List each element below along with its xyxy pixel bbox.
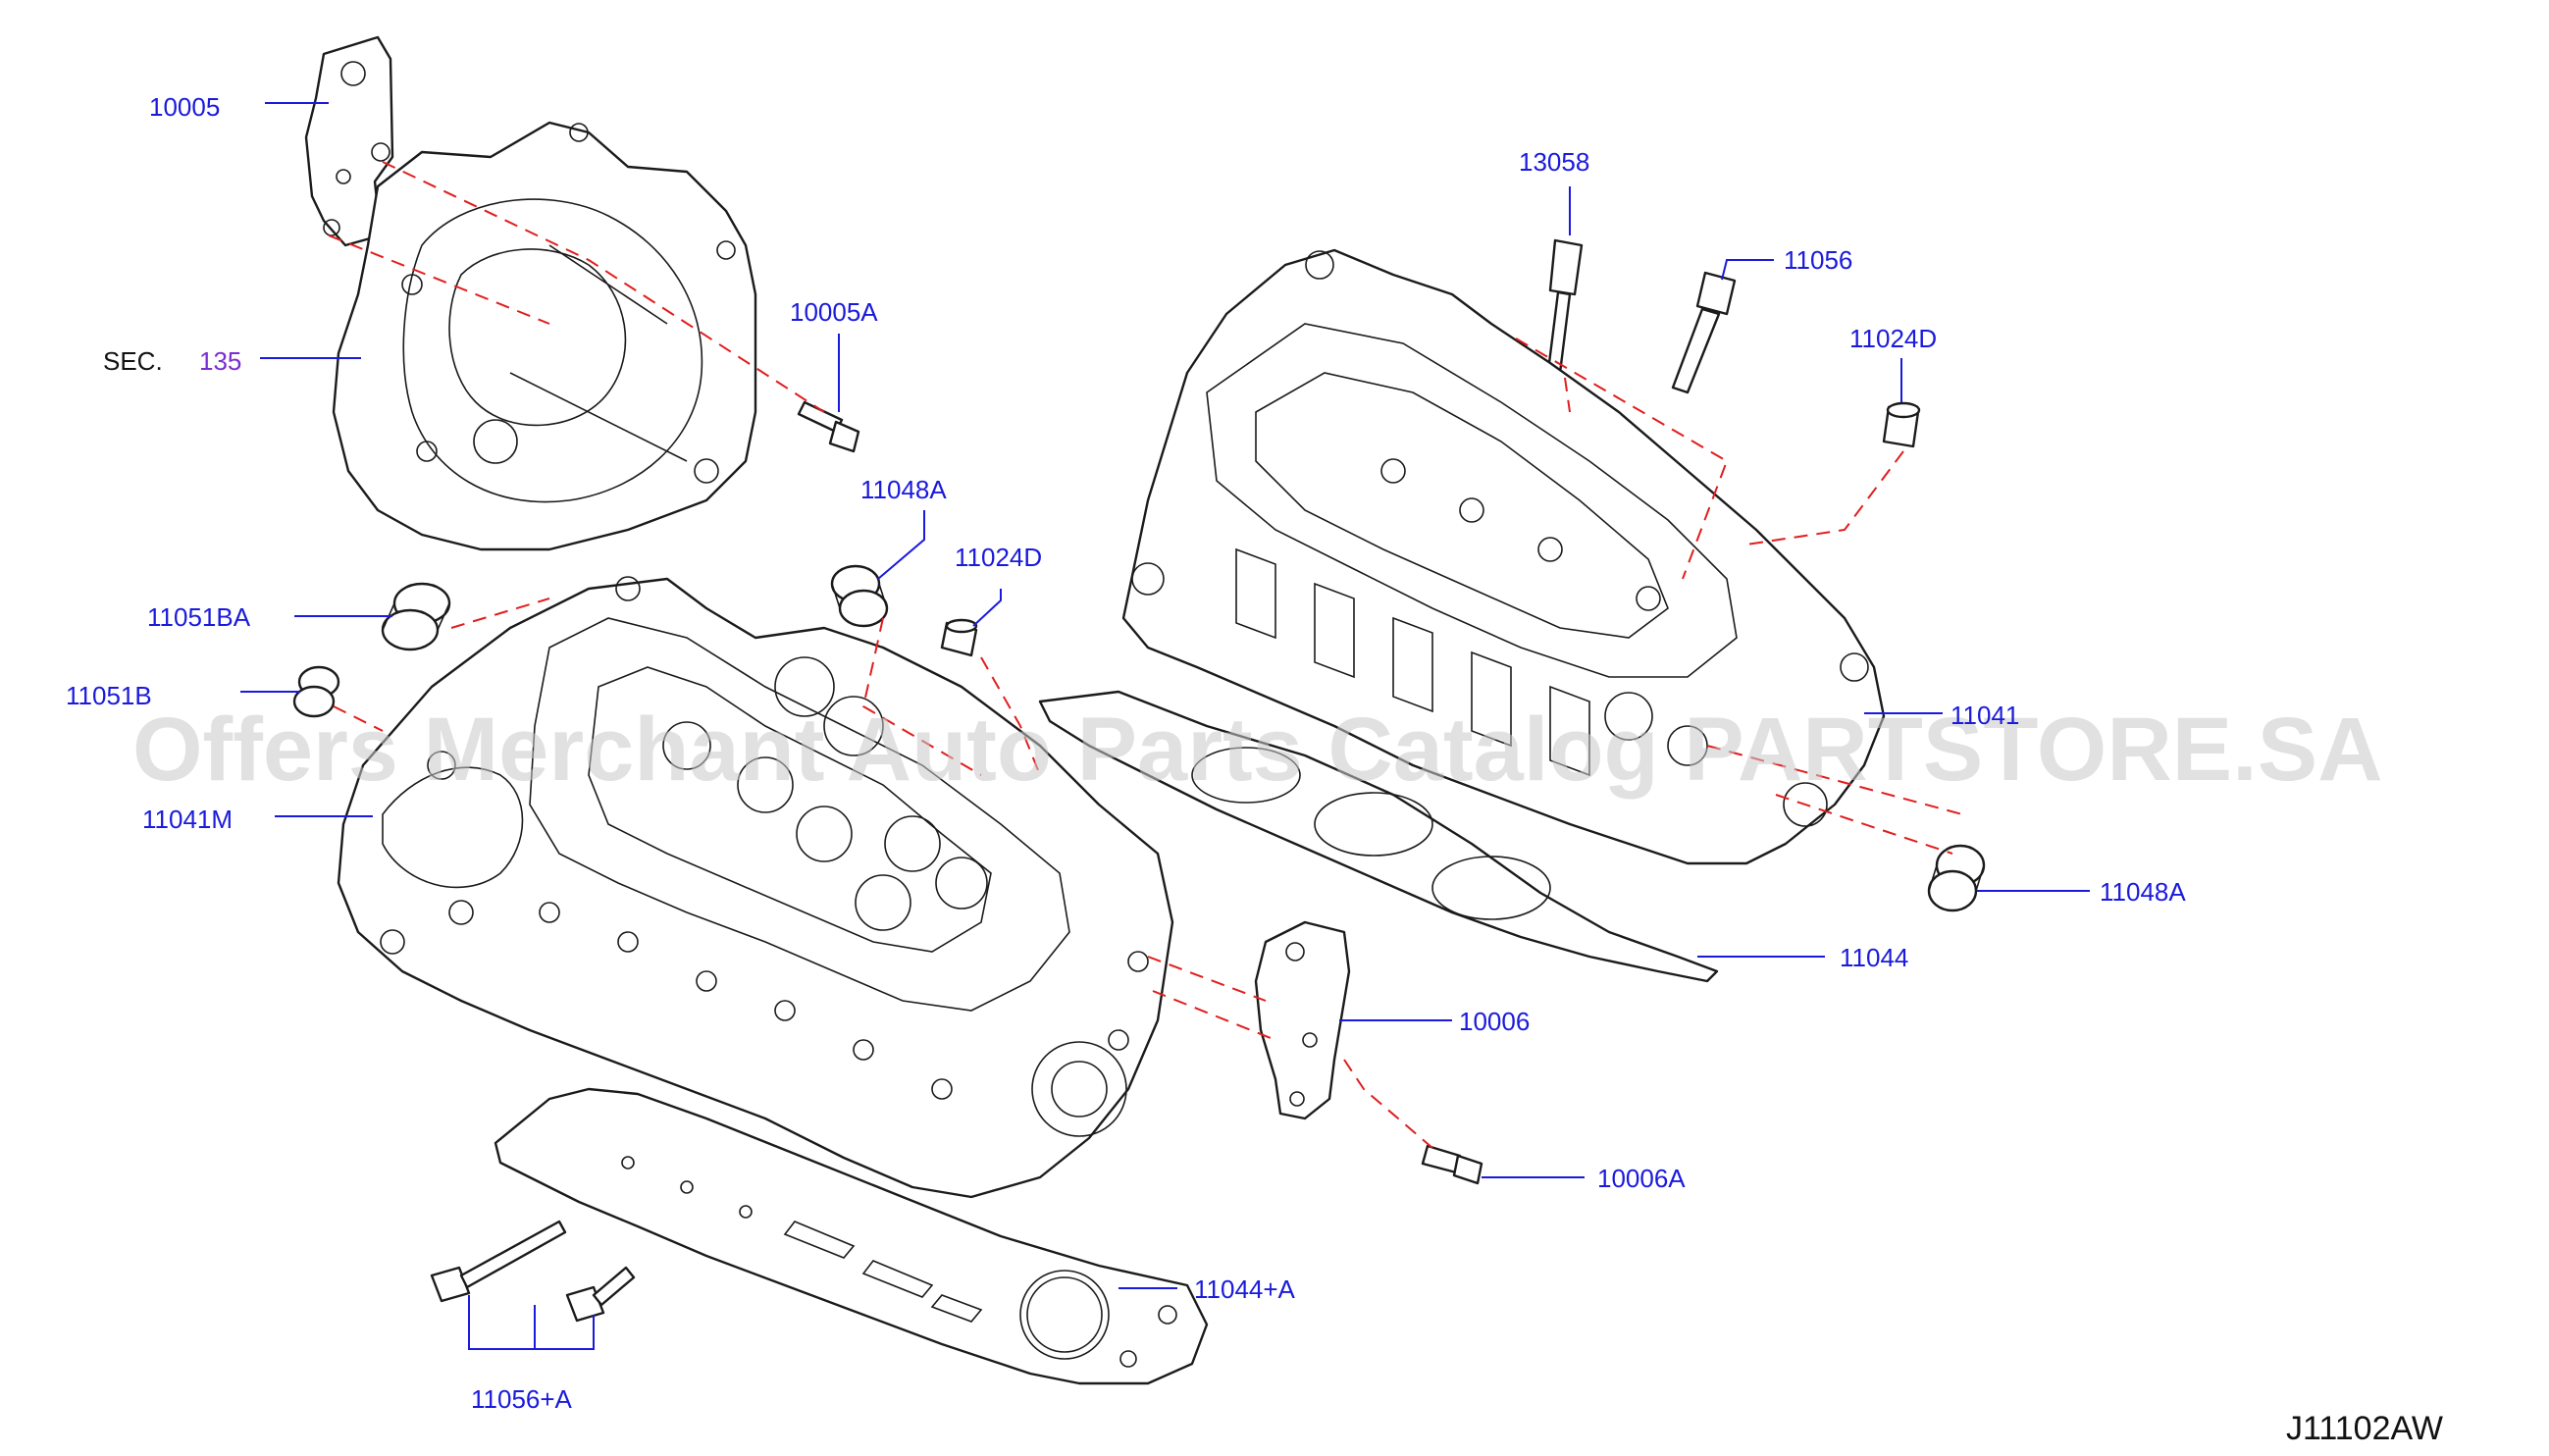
watermark-text: Offers Merchant Auto Parts Catalog PARTS… — [132, 700, 2383, 800]
seal-11048A-right — [1927, 844, 1986, 912]
bolt-13058 — [1546, 238, 1584, 375]
callout-11044-plus-A[interactable]: 11044+A — [1194, 1274, 1296, 1304]
callout-10005[interactable]: 10005 — [149, 92, 220, 122]
callout-10005A[interactable]: 10005A — [790, 297, 878, 327]
callout-13058[interactable]: 13058 — [1519, 147, 1589, 177]
bracket-10006 — [1254, 920, 1351, 1120]
callout-11044[interactable]: 11044 — [1840, 943, 1908, 972]
cylinder-head-11041 — [1121, 248, 1886, 865]
head-gasket-11044 — [1038, 690, 1719, 983]
callout-11051BA[interactable]: 11051BA — [147, 602, 251, 632]
callout-10006[interactable]: 10006 — [1459, 1007, 1530, 1036]
seal-11048A-top — [830, 564, 889, 628]
head-gasket-11044A — [494, 1087, 1209, 1385]
callout-11056-plus-A[interactable]: 11056+A — [471, 1384, 573, 1414]
callout-11024D-mid[interactable]: 11024D — [955, 543, 1042, 572]
bolt-10006A — [1421, 1144, 1483, 1185]
callout-11048A-right[interactable]: 11048A — [2100, 877, 2186, 907]
seal-11051B — [292, 665, 340, 718]
callout-11024D-right[interactable]: 11024D — [1849, 324, 1937, 353]
bolts-11056A — [430, 1220, 636, 1323]
seal-11051BA — [381, 582, 451, 651]
leader-lines — [240, 102, 2090, 1350]
sec-prefix: SEC. — [103, 346, 163, 376]
bolt-10005A — [797, 400, 860, 453]
callout-11056[interactable]: 11056 — [1784, 245, 1852, 275]
callout-10006A[interactable]: 10006A — [1597, 1164, 1686, 1193]
front-cover-sec135 — [332, 121, 757, 551]
bolt-11056 — [1671, 271, 1737, 394]
bracket-10005 — [304, 35, 394, 247]
cylinder-head-11041M — [337, 576, 1174, 1199]
dowel-11024D-mid — [940, 618, 978, 657]
callout-11048A-top[interactable]: 11048A — [860, 475, 947, 504]
callout-11051B[interactable]: 11051B — [66, 681, 152, 710]
dowel-11024D-right — [1882, 401, 1921, 448]
section-reference-135[interactable]: 135 — [199, 346, 241, 376]
callout-11041[interactable]: 11041 — [1951, 701, 2019, 730]
callout-11041M[interactable]: 11041M — [142, 805, 233, 834]
phantom-lines — [328, 161, 1963, 1149]
diagram-code: J11102AW — [2286, 1410, 2443, 1447]
